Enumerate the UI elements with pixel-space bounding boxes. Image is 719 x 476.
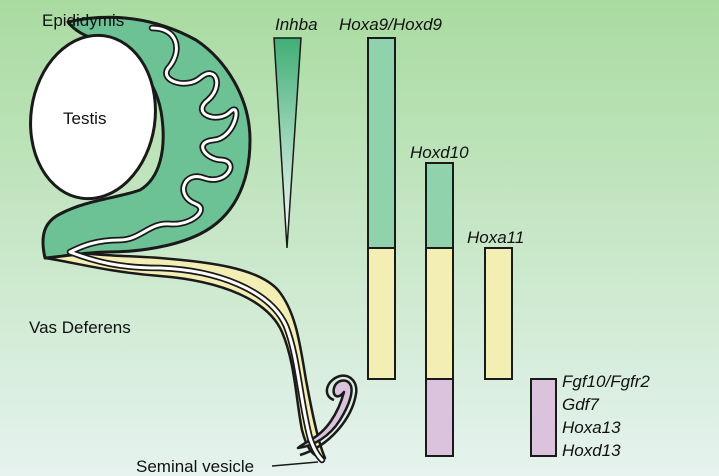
hoxa9-segment-vas (368, 248, 395, 379)
hoxa11-bar (485, 248, 512, 379)
hoxa9-segment-epididymis (368, 38, 395, 248)
hoxd10-segment-epididymis (426, 163, 453, 248)
testis-label: Testis (63, 109, 106, 128)
hoxd10-label: Hoxd10 (410, 143, 469, 162)
epididymis-label: Epididymis (42, 11, 124, 30)
hoxa13-label: Hoxa13 (562, 418, 621, 437)
gdf7-label: Gdf7 (562, 395, 599, 414)
hoxa9-hoxd9-bar (368, 38, 395, 379)
hoxd13-label: Hoxd13 (562, 441, 621, 460)
seminal-vesicle-label: Seminal vesicle (136, 457, 254, 476)
hoxd10-bar (426, 163, 453, 456)
hoxd10-segment-seminal (426, 379, 453, 456)
hoxa11-label: Hoxa11 (467, 228, 524, 247)
hoxa11-segment-vas (485, 248, 512, 379)
seminal-genes-segment (531, 379, 556, 456)
inhba-label: Inhba (275, 15, 318, 34)
hoxd10-segment-vas (426, 248, 453, 379)
vas-deferens-label: Vas Deferens (29, 318, 131, 337)
hoxa9-hoxd9-label: Hoxa9/Hoxd9 (339, 15, 443, 34)
fgf10-fgfr2-label: Fgf10/Fgfr2 (562, 372, 650, 391)
seminal-genes-bar (531, 379, 556, 456)
